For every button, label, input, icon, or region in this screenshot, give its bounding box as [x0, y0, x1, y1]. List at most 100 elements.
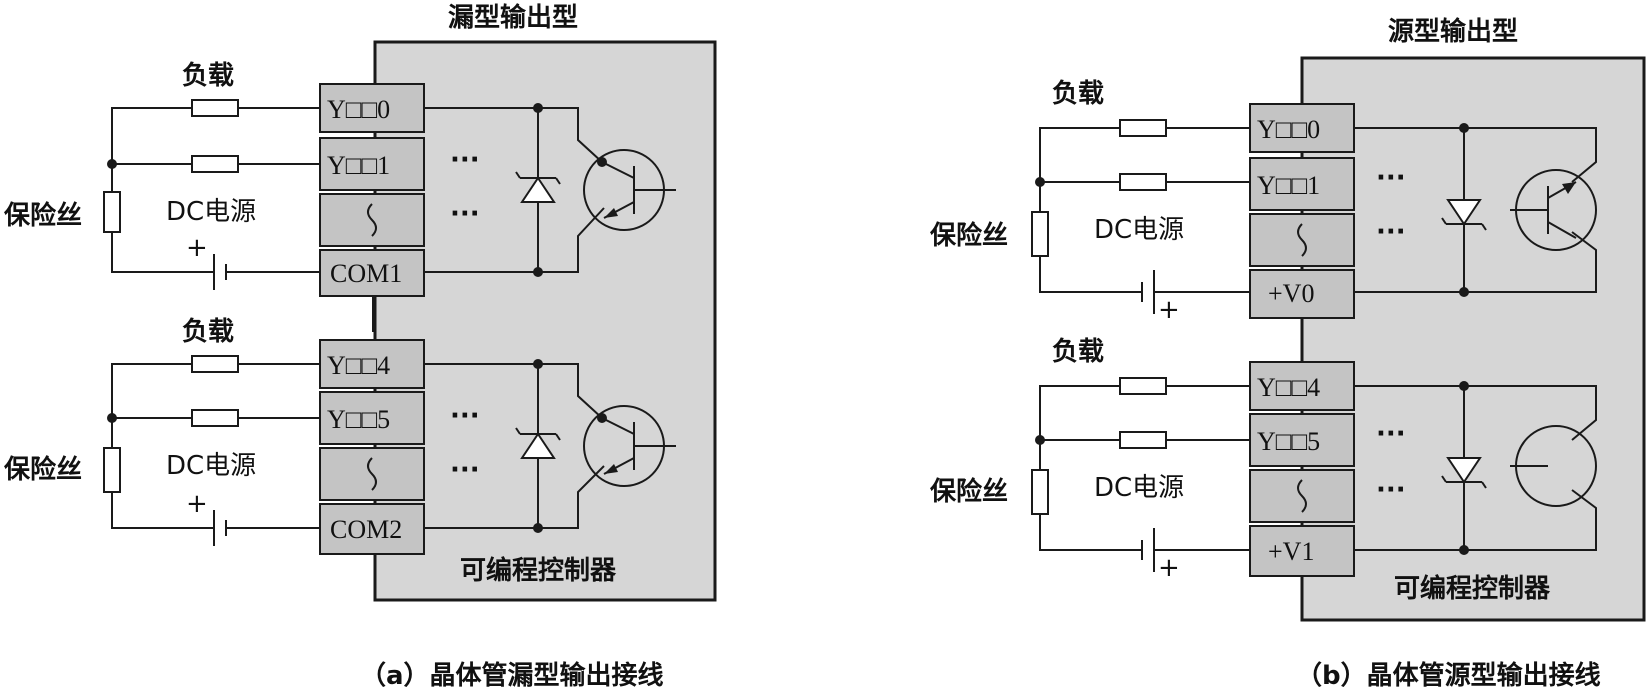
- transistor-outline: [1510, 425, 1597, 507]
- ellipsis: ···: [450, 455, 480, 485]
- fuse: [103, 447, 121, 493]
- terminal-block: [1249, 269, 1355, 319]
- wire: [111, 492, 214, 529]
- wire: [111, 107, 320, 192]
- panel-b-source-output: 源型输出型 可编程控制器 Y□□0 Y□□1 +V0 负载 保险丝 DC电源: [929, 16, 1646, 691]
- battery-plus: +: [1158, 295, 1180, 325]
- terminal-block: [1249, 157, 1355, 211]
- zener-diode: [515, 427, 561, 459]
- junction-dot: [1459, 381, 1469, 391]
- panel-b-group-2: Y□□4 Y□□5 +V1 负载 保险丝 DC电源 + ··· ···: [929, 337, 1597, 583]
- tilde-symbol: [1297, 479, 1307, 513]
- zener-diode: [515, 171, 561, 203]
- load-resistor: [1119, 173, 1167, 191]
- load-resistor: [1119, 431, 1167, 449]
- panel-a-caption: （a）晶体管漏型输出接线: [360, 660, 664, 691]
- terminal-label: Y□□1: [1257, 171, 1320, 200]
- npn-transistor: [583, 405, 676, 487]
- fuse: [1031, 211, 1049, 257]
- ellipsis: ···: [1376, 475, 1406, 505]
- panel-b-caption: （b）晶体管源型输出接线: [1296, 660, 1601, 691]
- panel-a-sink-output: 漏型输出型 可编程控制器 Y□□0 Y□□1 COM1 负载 保险丝 DC电源: [3, 2, 717, 691]
- wire: [1354, 489, 1597, 551]
- wire: [111, 363, 320, 448]
- pnp-transistor: [1510, 169, 1597, 251]
- terminal-label: Y□□5: [1257, 427, 1320, 456]
- tilde-symbol: [367, 457, 377, 491]
- panel-b-group-1: Y□□0 Y□□1 +V0 负载 保险丝 DC电源 + ··· ···: [929, 79, 1597, 325]
- junction-dot: [107, 413, 117, 423]
- load-resistor: [191, 355, 239, 373]
- npn-transistor: [583, 149, 676, 231]
- junction-dot: [533, 523, 543, 533]
- panel-a-group-1: Y□□0 Y□□1 COM1 负载 保险丝 DC电源 + ··· ···: [3, 61, 676, 297]
- wire: [1039, 127, 1250, 212]
- wire: [111, 232, 214, 273]
- load-resistor: [1119, 377, 1167, 395]
- load-resistor: [191, 155, 239, 173]
- zener-diode: [1441, 199, 1487, 231]
- terminal-label: COM1: [330, 259, 402, 288]
- terminal-block: [1249, 413, 1355, 467]
- dc-source-label: DC电源: [166, 197, 256, 227]
- junction-dot: [1459, 545, 1469, 555]
- terminal-block: [319, 503, 425, 555]
- terminal-label: Y□□4: [327, 351, 390, 380]
- battery-plus: +: [1158, 553, 1180, 583]
- terminal-label: +V1: [1268, 537, 1314, 566]
- fuse: [103, 191, 121, 233]
- wire: [1039, 385, 1250, 470]
- tilde-symbol: [367, 203, 377, 237]
- load-resistor: [191, 409, 239, 427]
- load-label: 负载: [182, 317, 234, 347]
- wire: [424, 465, 605, 529]
- fuse: [1031, 469, 1049, 515]
- panel-a-controller-box: [373, 40, 717, 602]
- wire: [1039, 256, 1142, 293]
- terminal-label: COM2: [330, 515, 402, 544]
- junction-dot: [1459, 123, 1469, 133]
- ellipsis: ···: [450, 199, 480, 229]
- wire: [424, 107, 603, 163]
- panel-a-title: 漏型输出型: [448, 2, 578, 33]
- terminal-label: +V0: [1268, 279, 1314, 308]
- dc-source-label: DC电源: [1094, 473, 1184, 503]
- fuse-label: 保险丝: [929, 476, 1008, 507]
- wire: [1039, 514, 1142, 551]
- dc-source-label: DC电源: [166, 451, 256, 481]
- fuse-label: 保险丝: [929, 220, 1008, 251]
- ellipsis: ···: [450, 401, 480, 431]
- panel-a-group-2: Y□□4 Y□□5 COM2 负载 保险丝 DC电源 + ··· ···: [3, 317, 676, 555]
- battery-plus: +: [186, 233, 208, 263]
- panel-b-controller-label: 可编程控制器: [1394, 573, 1551, 604]
- junction-dot: [1459, 287, 1469, 297]
- wire: [424, 363, 603, 419]
- junction-dot: [533, 267, 543, 277]
- junction-dot: [1035, 435, 1045, 445]
- terminal-label: Y□□0: [1257, 115, 1320, 144]
- junction-dot: [533, 103, 543, 113]
- terminal-label: Y□□0: [327, 95, 390, 124]
- ellipsis: ···: [1376, 217, 1406, 247]
- ellipsis: ···: [1376, 163, 1406, 193]
- load-resistor: [1119, 119, 1167, 137]
- terminal-block: [1249, 525, 1355, 577]
- zener-diode: [1441, 457, 1487, 489]
- terminal-label: Y□□4: [1257, 373, 1320, 402]
- junction-dot: [1035, 177, 1045, 187]
- panel-b-title: 源型输出型: [1388, 16, 1518, 47]
- junction-dot: [107, 159, 117, 169]
- dc-source-label: DC电源: [1094, 215, 1184, 245]
- ellipsis: ···: [1376, 419, 1406, 449]
- terminal-block: [1249, 103, 1355, 153]
- load-label: 负载: [1052, 337, 1104, 367]
- ellipsis: ···: [450, 145, 480, 175]
- wire: [1354, 385, 1597, 441]
- terminal-label: Y□□1: [327, 151, 390, 180]
- terminal-label: Y□□5: [327, 405, 390, 434]
- wire: [1354, 127, 1597, 183]
- junction-dot: [533, 359, 543, 369]
- load-resistor: [191, 99, 239, 117]
- fuse-label: 保险丝: [3, 454, 82, 485]
